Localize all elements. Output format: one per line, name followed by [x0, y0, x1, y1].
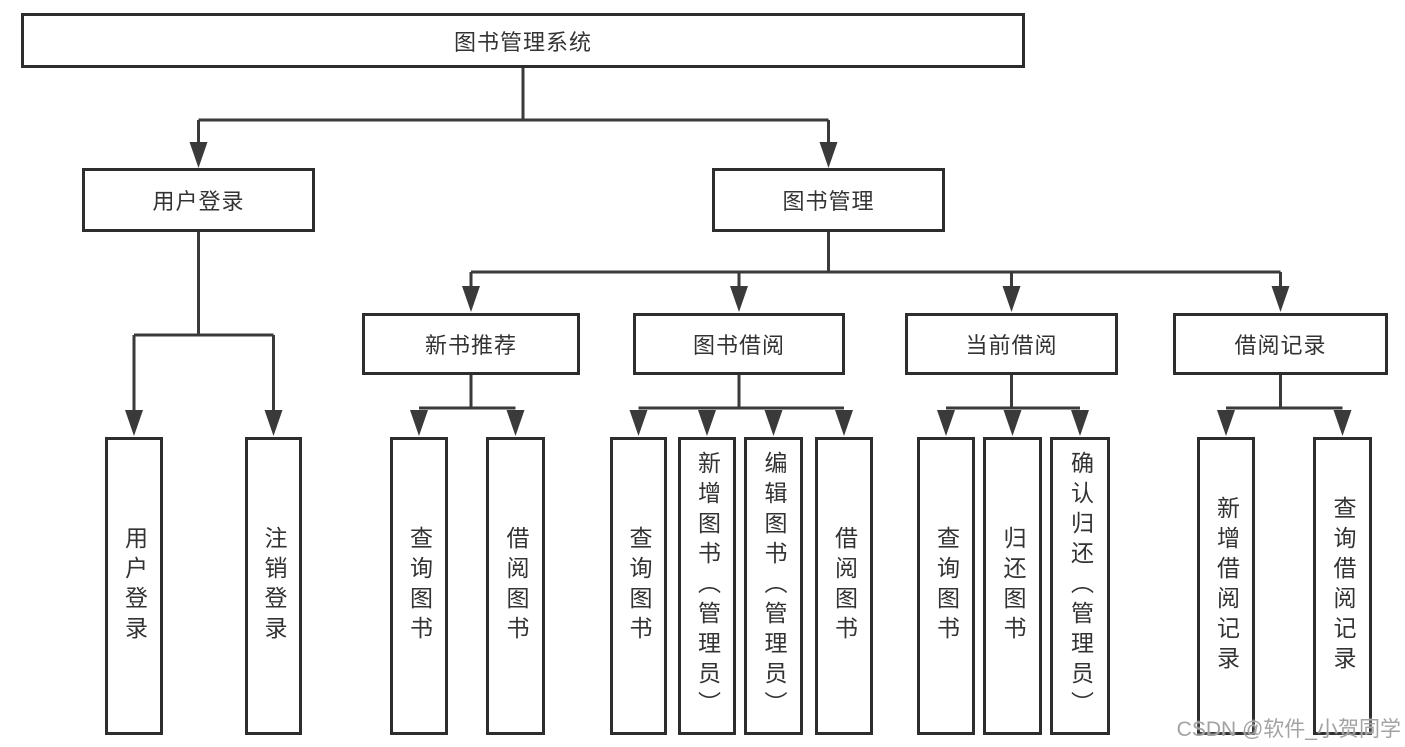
edges-root-to-level2 [189, 68, 838, 168]
edges-new-books-to-leaves [410, 375, 525, 436]
leaf-label: 新增借阅记录 [1213, 496, 1240, 676]
node-label: 用户登录 [152, 189, 245, 214]
node-book-management: 图书管理 [712, 168, 945, 232]
node-label: 图书管理系统 [453, 29, 592, 55]
node-user-login: 用户登录 [82, 168, 315, 232]
node-label: 图书管理 [782, 189, 875, 214]
node-book-borrowing: 图书借阅 [633, 313, 845, 375]
edges-borrow-records-to-leaves [1217, 375, 1352, 436]
node-label: 图书借阅 [692, 333, 785, 358]
leaf-borrow-books-2: 借阅图书 [815, 437, 873, 735]
edges-current-borrow-to-leaves [937, 375, 1089, 436]
edges-book-borrow-to-leaves [629, 375, 853, 436]
leaf-logout: 注销登录 [245, 437, 302, 735]
leaf-label: 借阅图书 [503, 526, 529, 646]
leaf-label: 查询图书 [933, 526, 960, 646]
leaf-confirm-return-admin: 确认归还（管理员） [1050, 437, 1110, 735]
leaf-label: 新增图书（管理员） [694, 451, 721, 721]
node-label: 借阅记录 [1234, 333, 1327, 358]
node-label: 当前借阅 [965, 333, 1058, 358]
leaf-query-books-1: 查询图书 [390, 437, 448, 735]
edges-user-login-to-leaves [125, 232, 283, 436]
leaf-label: 借阅图书 [831, 526, 858, 646]
edges-book-mgmt-to-level3 [462, 232, 1290, 312]
node-borrowing-records: 借阅记录 [1173, 313, 1388, 375]
leaf-user-login: 用户登录 [105, 437, 163, 735]
leaf-label: 注销登录 [261, 526, 287, 646]
leaf-query-books-2: 查询图书 [610, 437, 667, 735]
node-current-borrowing: 当前借阅 [905, 313, 1118, 375]
leaf-label: 编辑图书（管理员） [761, 451, 787, 721]
leaf-label: 查询借阅记录 [1330, 496, 1356, 676]
leaf-query-borrow-record: 查询借阅记录 [1313, 437, 1372, 735]
leaf-label: 用户登录 [121, 526, 148, 646]
csdn-watermark: CSDN @软件_小贺同学 [1176, 718, 1401, 741]
leaf-add-books-admin: 新增图书（管理员） [678, 437, 736, 735]
leaf-label: 查询图书 [626, 526, 652, 646]
leaf-label: 归还图书 [1000, 526, 1026, 646]
leaf-edit-books-admin: 编辑图书（管理员） [744, 437, 803, 735]
leaf-add-borrow-record: 新增借阅记录 [1197, 437, 1255, 735]
leaf-label: 确认归还（管理员） [1067, 451, 1094, 721]
leaf-label: 查询图书 [406, 526, 433, 646]
leaf-borrow-books-1: 借阅图书 [486, 437, 545, 735]
leaf-return-books: 归还图书 [983, 437, 1042, 735]
node-new-book-recommend: 新书推荐 [362, 313, 580, 375]
leaf-query-books-3: 查询图书 [917, 437, 975, 735]
node-library-management-system: 图书管理系统 [21, 13, 1025, 68]
node-label: 新书推荐 [424, 333, 517, 358]
